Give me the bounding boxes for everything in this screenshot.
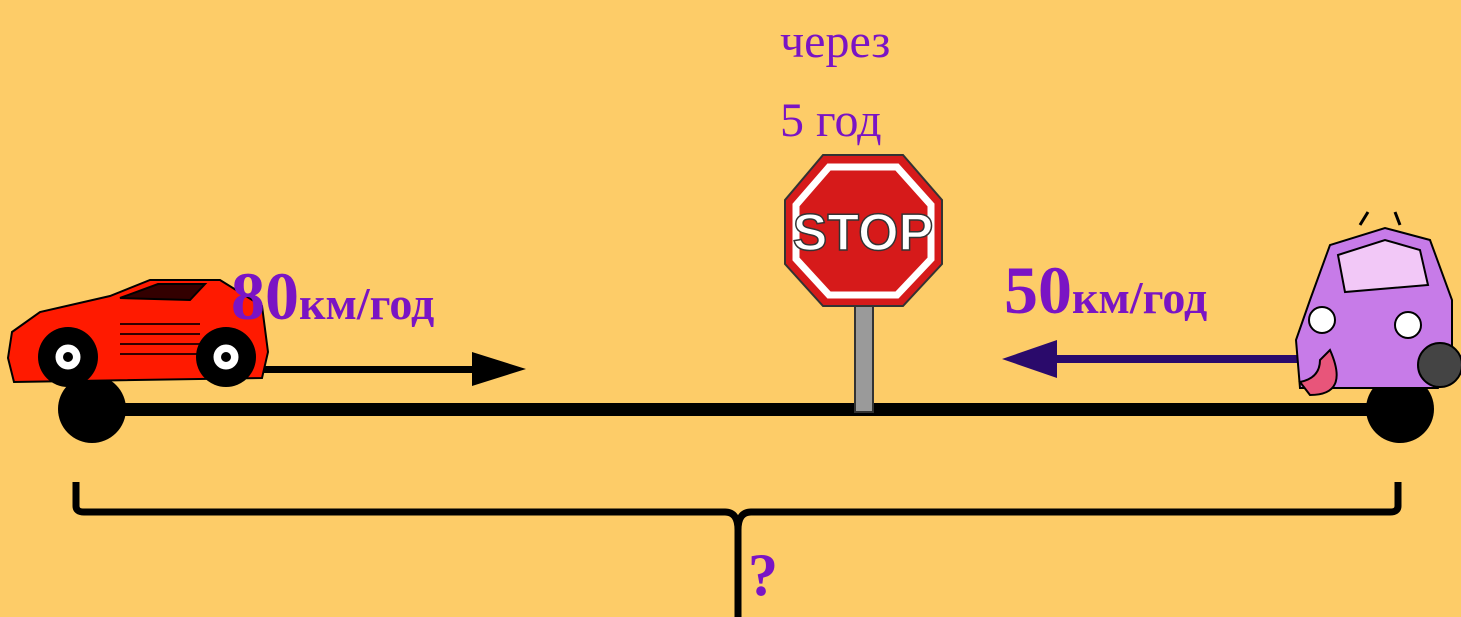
left-speed-unit: км/год <box>299 278 435 329</box>
road-line <box>92 403 1402 416</box>
right-speed-unit: км/год <box>1072 272 1208 323</box>
stop-sign-text: STOP <box>793 204 934 262</box>
left-speed-value: 80 <box>231 258 299 334</box>
time-label-line1: через <box>780 15 891 68</box>
stop-sign-post <box>854 299 874 413</box>
time-label-line2: 5 год <box>780 94 882 147</box>
end-point <box>1366 375 1434 443</box>
total-distance-question: ? <box>748 542 778 608</box>
distance-brace <box>72 482 1402 617</box>
start-point <box>58 375 126 443</box>
stop-sign: STOP <box>784 154 943 413</box>
purple-car <box>1294 211 1461 397</box>
left-arrow <box>248 352 526 386</box>
right-arrow <box>1002 340 1305 378</box>
right-car-speed: 50км/год <box>1004 256 1207 324</box>
left-car-speed: 80км/год <box>231 262 434 330</box>
right-speed-value: 50 <box>1004 252 1072 328</box>
red-car <box>6 279 270 387</box>
